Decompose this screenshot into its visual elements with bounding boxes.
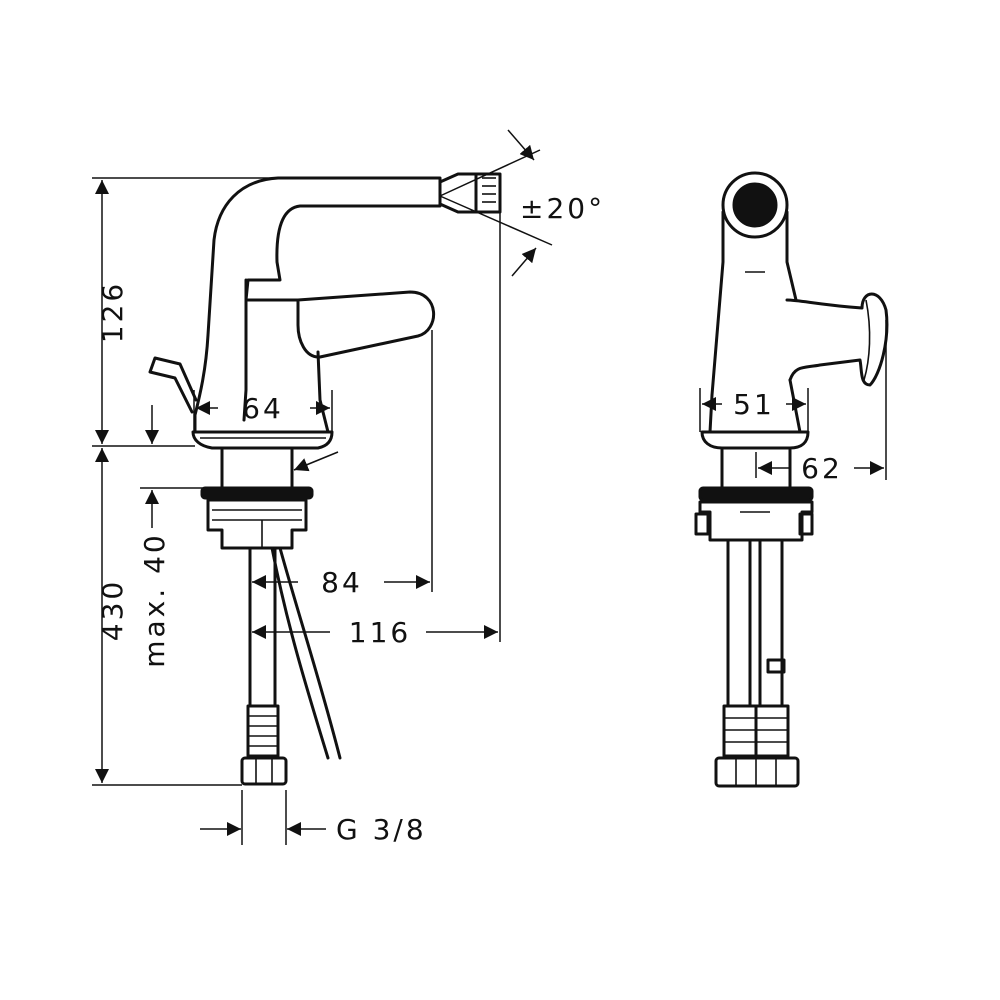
front-base: [700, 430, 810, 450]
dim-84-label: 84: [321, 566, 363, 599]
connection-nut: [240, 756, 288, 786]
fixing-nut: [206, 498, 308, 550]
body-column: [242, 278, 330, 434]
front-gasket: [698, 486, 814, 502]
dim-max-40-label: max. 40: [138, 532, 171, 667]
base-plate: [191, 430, 334, 450]
dim-angle: ±20°: [439, 129, 605, 277]
aerator-nozzle: [438, 172, 502, 214]
spout-head: [721, 171, 789, 239]
popup-cable: [270, 546, 342, 760]
dim-126: 126: [95, 180, 129, 444]
dim-g38: G 3/8: [200, 813, 427, 846]
front-fixing-bracket: [698, 500, 814, 542]
front-connection-nuts: [714, 756, 800, 788]
dim-84: 84: [252, 566, 430, 599]
mounting-pointer: [293, 451, 339, 472]
front-hose-crimps: [722, 704, 790, 758]
spout-body: [193, 176, 442, 434]
side-extension-lines: [92, 177, 501, 845]
dim-g38-label: G 3/8: [336, 813, 427, 846]
lever-handle: [246, 290, 435, 359]
dim-430: 430: [95, 448, 129, 783]
dim-51: 51: [702, 388, 806, 421]
dim-51-label: 51: [733, 388, 775, 421]
gasket: [200, 486, 314, 500]
dim-62-label: 62: [801, 452, 843, 485]
dim-116: 116: [252, 616, 498, 649]
supply-hose: [248, 546, 277, 707]
popup-rod: [148, 356, 198, 414]
front-hoses: [726, 538, 784, 707]
side-view: [148, 172, 502, 786]
aerator-outlet: [732, 182, 778, 228]
dim-64: 64: [196, 392, 330, 425]
front-extension-lines: [699, 320, 887, 480]
dim-116-label: 116: [349, 616, 411, 649]
dim-64-label: 64: [242, 392, 284, 425]
dim-max-40: max. 40: [138, 405, 171, 668]
hose-crimp: [246, 704, 280, 758]
dim-angle-label: ±20°: [520, 192, 605, 225]
front-lever: [785, 292, 889, 387]
dim-62: 62: [758, 452, 884, 485]
dim-126-label: 126: [96, 281, 129, 343]
dim-430-label: 430: [96, 579, 129, 641]
front-view: [694, 171, 889, 788]
threaded-shank: [220, 448, 294, 490]
